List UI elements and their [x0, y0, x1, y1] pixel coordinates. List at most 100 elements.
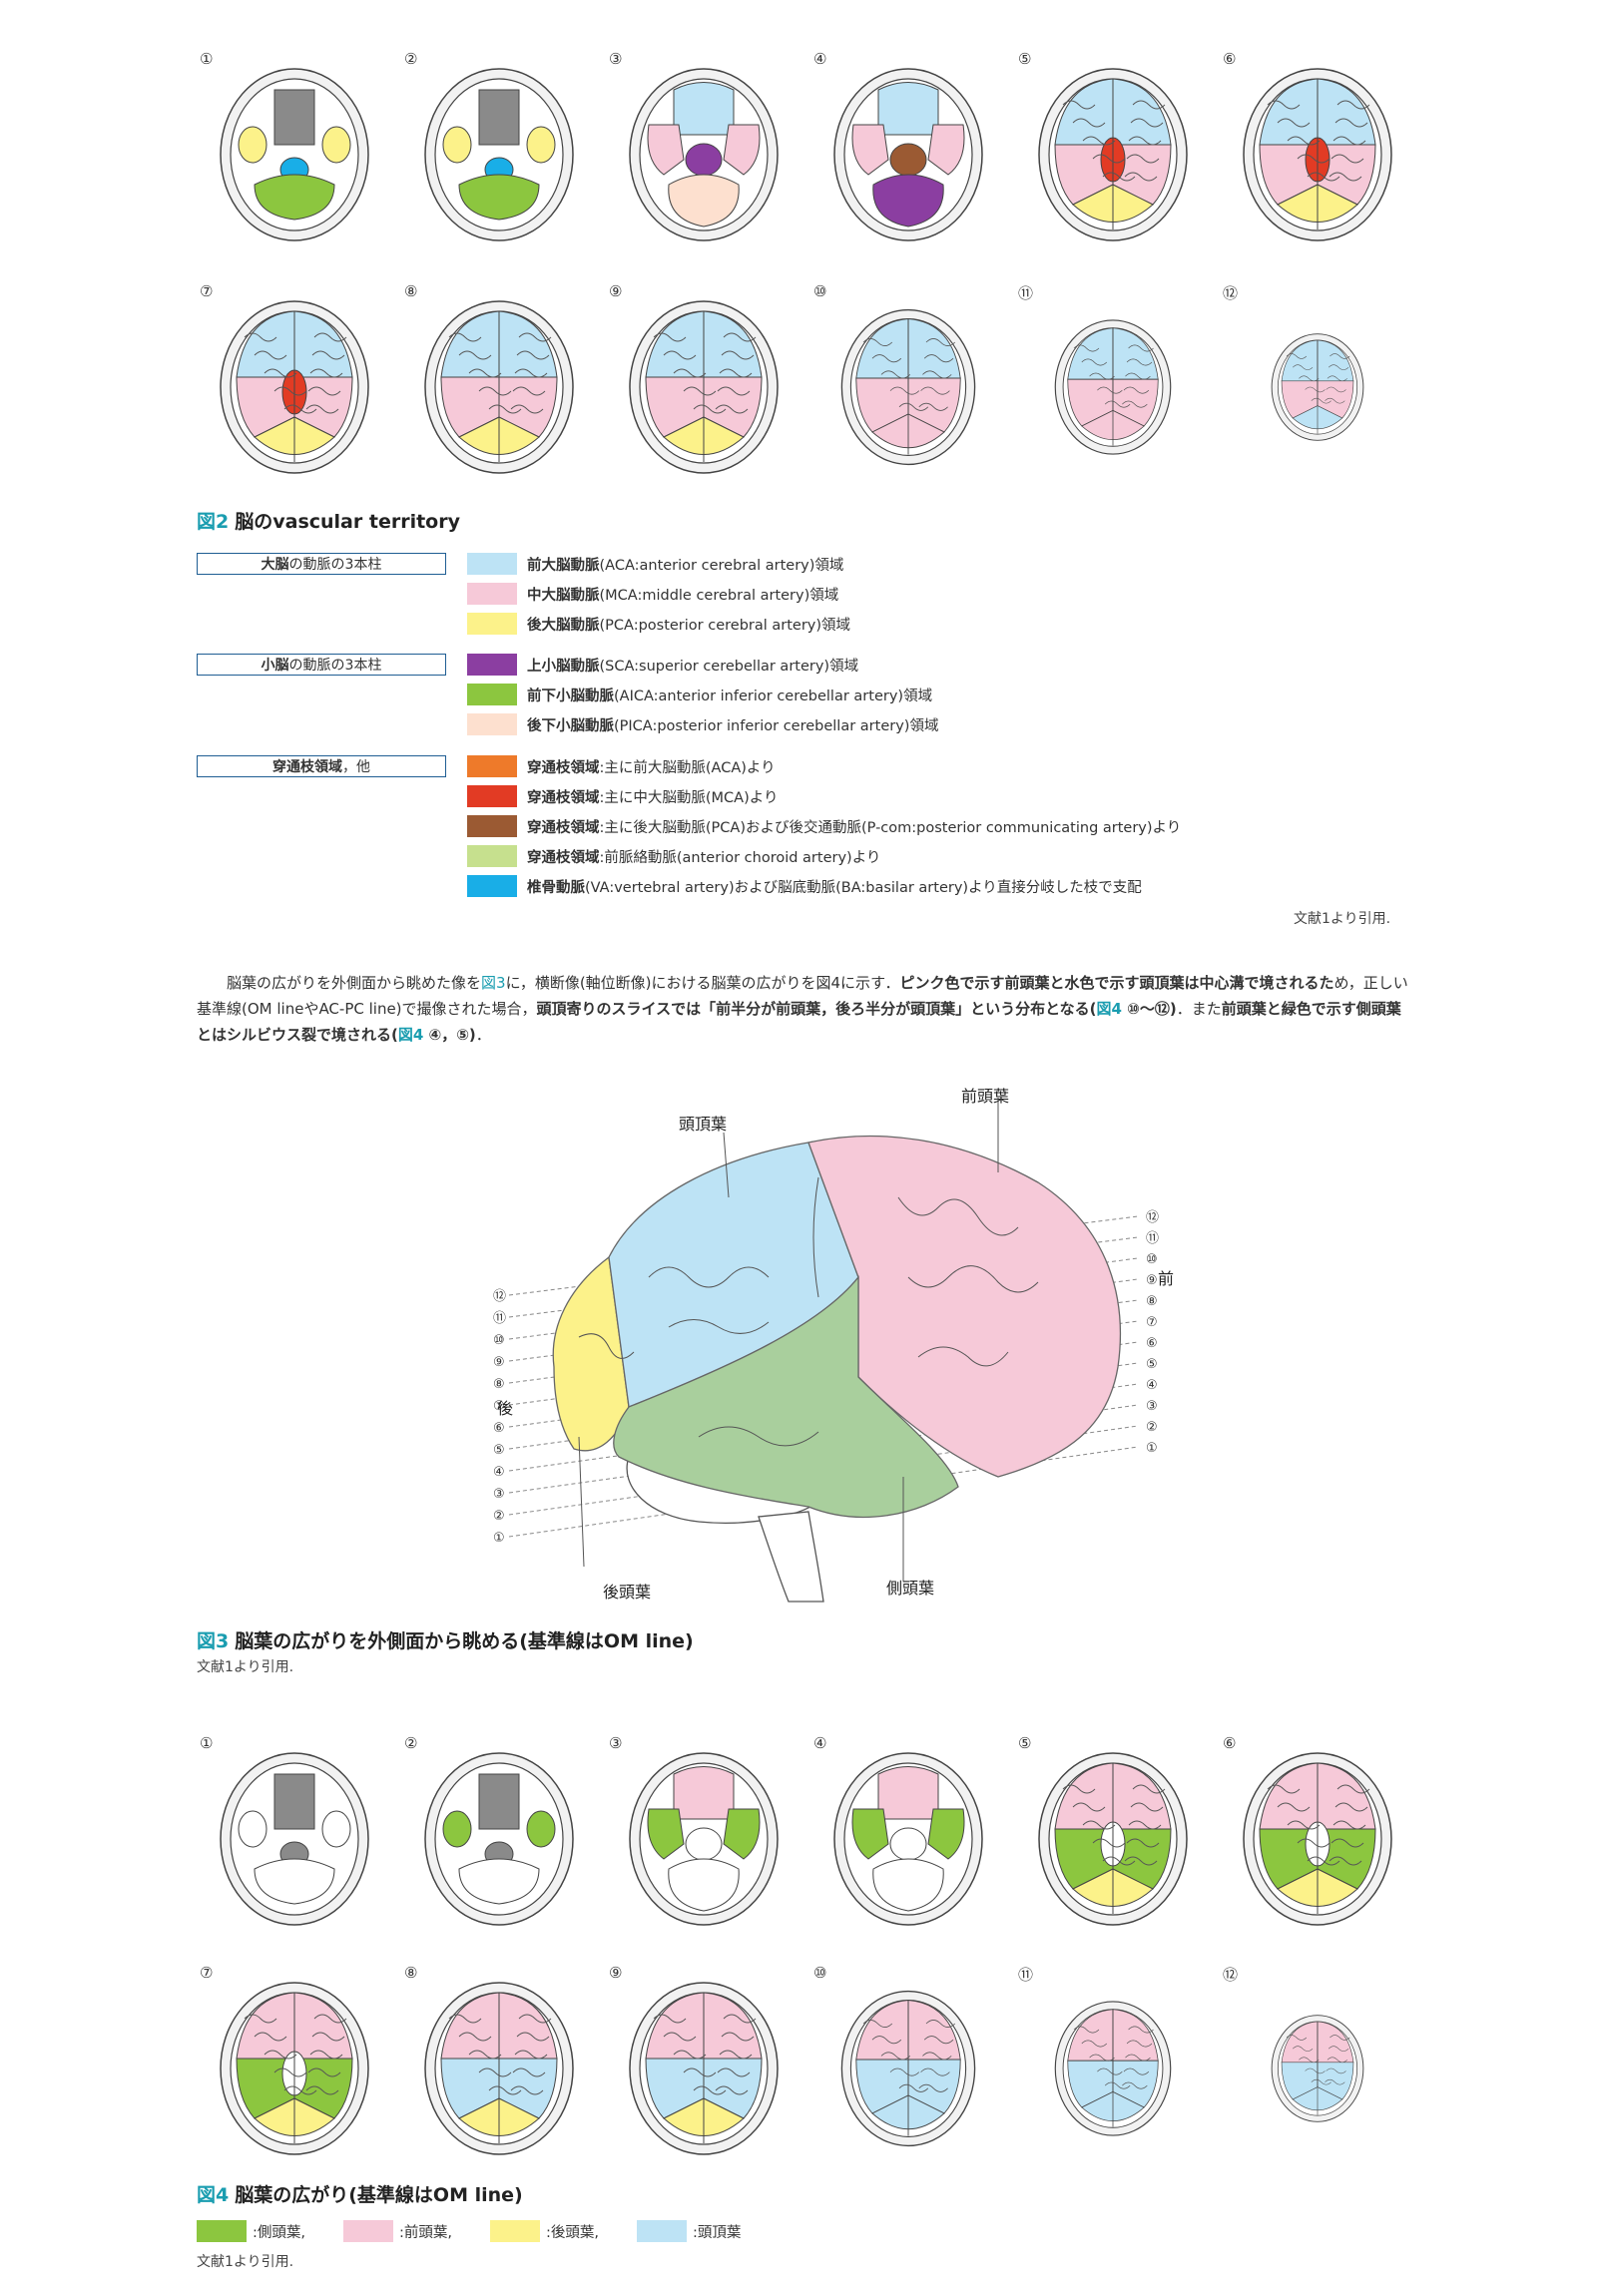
- om-line-number-left: ⑤: [493, 1443, 505, 1458]
- legend-item-name: 後下小脳動脈: [527, 717, 614, 734]
- om-line-number-left: ⑦: [493, 1399, 505, 1414]
- om-line-number-right: ③: [1146, 1399, 1158, 1414]
- om-line-number-right: ⑨: [1146, 1273, 1158, 1288]
- om-line-number-right: ④: [1146, 1378, 1158, 1393]
- fig4-title: 脳葉の広がり(基準線はOM line): [235, 2184, 523, 2206]
- om-line-number-left: ⑪: [493, 1311, 506, 1326]
- fig3-title: 脳葉の広がりを外側面から眺める(基準線はOM line): [235, 1630, 694, 1652]
- legend-swatch: [467, 654, 517, 676]
- legend-item-name: 前大脳動脈: [527, 557, 600, 574]
- slice-number: ③: [609, 50, 623, 68]
- legend-group-perforator: 穿通枝領域，他: [197, 755, 446, 777]
- slice-number: ⑦: [200, 1964, 214, 1982]
- label-temporal: 側頭葉: [886, 1579, 935, 1598]
- gyri-lines: [578, 1176, 1039, 1447]
- legend-item: 穿通枝領域:主に後大脳動脈(PCA)および後交通動脈(P-com:posteri…: [467, 815, 1181, 837]
- om-line-number-left: ⑧: [493, 1377, 505, 1392]
- legend-item: 前下小脳動脈(AICA:anterior inferior cerebellar…: [467, 684, 932, 705]
- fig2-source: 文献1より引用.: [1294, 911, 1391, 927]
- axial-slice: [220, 68, 369, 241]
- legend-swatch: [467, 785, 517, 807]
- axial-slice: [840, 308, 976, 466]
- slice-number: ②: [404, 50, 418, 68]
- legend-item-desc: :主に中大脳動脈(MCA)より: [599, 789, 779, 806]
- om-line-number-left: ③: [493, 1487, 505, 1502]
- slice-number: ⑧: [404, 282, 418, 300]
- axial-slice: [1243, 68, 1392, 241]
- om-line-number-right: ①: [1146, 1441, 1158, 1456]
- legend-group-cerebrum: 大脳の動脈の3本柱: [197, 553, 446, 575]
- label-parietal: 頭頂葉: [679, 1115, 728, 1134]
- legend-label-frontal: :前頭葉,: [399, 2224, 452, 2241]
- slice-number: ⑨: [609, 1964, 623, 1982]
- legend-item-name: 椎骨動脈: [527, 879, 585, 896]
- axial-slice: [220, 1982, 369, 2155]
- legend-swatch: [467, 713, 517, 735]
- axial-slice: [424, 300, 574, 474]
- slice-number: ⑨: [609, 282, 623, 300]
- legend-swatch: [467, 845, 517, 867]
- legend-item: 穿通枝領域:前脈絡動脈(anterior choroid artery)より: [467, 845, 880, 867]
- axial-slice: [629, 300, 779, 474]
- legend-label-parietal: :頭頂葉: [693, 2224, 742, 2241]
- slice-number: ⑪: [1018, 284, 1034, 302]
- legend-item: 後下小脳動脈(PICA:posterior inferior cerebella…: [467, 713, 938, 735]
- slice-number: ②: [404, 1734, 418, 1752]
- legend-item-desc: (MCA:middle cerebral artery)領域: [599, 587, 839, 604]
- fig4-number: 図4: [197, 2184, 230, 2206]
- axial-slice: [220, 300, 369, 474]
- om-line-number-left: ⑨: [493, 1355, 505, 1370]
- om-line-number-left: ⑫: [493, 1289, 506, 1304]
- slice-number: ⑩: [813, 1964, 827, 1982]
- om-line-number-left: ①: [493, 1531, 505, 1546]
- axial-slice: [1271, 2015, 1364, 2122]
- axial-slice: [424, 1752, 574, 1926]
- legend-item-name: 前下小脳動脈: [527, 688, 614, 704]
- legend-item: 穿通枝領域:主に中大脳動脈(MCA)より: [467, 785, 778, 807]
- label-anterior: 前: [1158, 1269, 1175, 1288]
- legend-label-temporal: :側頭葉,: [253, 2224, 305, 2241]
- om-line-number-right: ⑫: [1146, 1210, 1159, 1225]
- slice-number: ⑪: [1018, 1966, 1034, 1984]
- legend-swatch-frontal: [343, 2220, 393, 2242]
- legend-item: 中大脳動脈(MCA:middle cerebral artery)領域: [467, 583, 838, 605]
- legend-item-name: 穿通枝領域: [527, 789, 600, 806]
- legend-item: 穿通枝領域:主に前大脳動脈(ACA)より: [467, 755, 776, 777]
- axial-slice: [424, 68, 574, 241]
- slice-number: ④: [813, 1734, 827, 1752]
- fig3-source: 文献1より引用.: [197, 1659, 294, 1675]
- om-line-number-right: ⑪: [1146, 1231, 1159, 1246]
- slice-number: ⑦: [200, 282, 214, 300]
- legend-item-desc: (PCA:posterior cerebral artery)領域: [599, 617, 851, 634]
- axial-slice: [1038, 68, 1188, 241]
- legend-group-cerebellum: 小脳の動脈の3本柱: [197, 654, 446, 676]
- om-line-number-right: ⑥: [1146, 1336, 1158, 1351]
- legend-swatch-temporal: [197, 2220, 247, 2242]
- fig4-legend: :側頭葉, :前頭葉, :後頭葉, :頭頂葉: [197, 2220, 779, 2242]
- legend-item-desc: (ACA:anterior cerebral artery)領域: [599, 557, 844, 574]
- legend-swatch: [467, 684, 517, 705]
- axial-slice: [1271, 333, 1364, 441]
- legend-item: 後大脳動脈(PCA:posterior cerebral artery)領域: [467, 613, 850, 635]
- fig3-number: 図3: [197, 1630, 230, 1652]
- fig2-title: 脳のvascular territory: [235, 511, 460, 533]
- label-occipital: 後頭葉: [603, 1583, 652, 1602]
- frontal-lobe-shape: [807, 1135, 1121, 1478]
- axial-slice: [1054, 319, 1172, 455]
- axial-slice: [629, 1752, 779, 1926]
- legend-item: 椎骨動脈(VA:vertebral artery)および脳底動脈(BA:basi…: [467, 875, 1142, 897]
- axial-slice: [629, 1982, 779, 2155]
- brainstem-outline: [758, 1511, 824, 1603]
- slice-number: ⑥: [1223, 50, 1237, 68]
- legend-swatch-parietal: [637, 2220, 687, 2242]
- om-line-number-right: ⑩: [1146, 1252, 1158, 1267]
- slice-number: ①: [200, 50, 214, 68]
- fig2-number: 図2: [197, 511, 230, 533]
- legend-item-desc: (SCA:superior cerebellar artery)領域: [599, 658, 859, 675]
- legend-item-name: 穿通枝領域: [527, 759, 600, 776]
- slice-number: ⑤: [1018, 50, 1032, 68]
- legend-swatch: [467, 583, 517, 605]
